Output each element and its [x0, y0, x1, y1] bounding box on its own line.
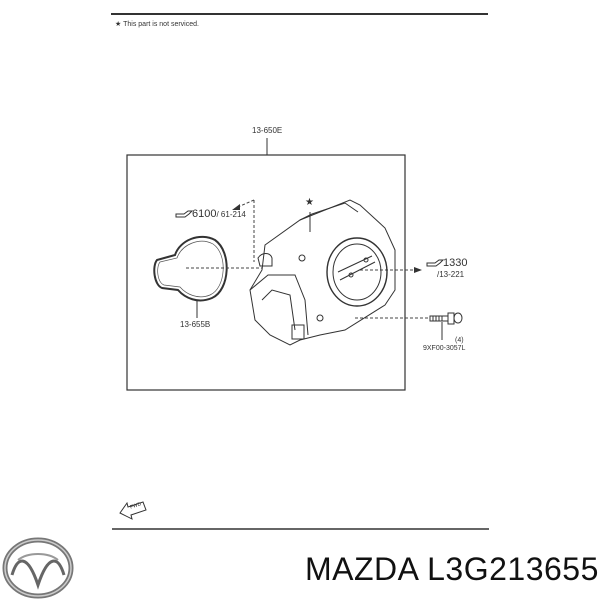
ref-6100: 6100/ 61-214 — [192, 208, 246, 220]
ref-13-221: /13-221 — [437, 270, 465, 279]
star-marker: ★ — [305, 197, 314, 208]
part-caption: MAZDA L3G213655 — [305, 551, 599, 587]
gasket-drawing — [153, 235, 228, 318]
assembly-box — [126, 154, 406, 391]
fwd-arrow-icon — [119, 501, 147, 520]
star-icon: ★ — [115, 21, 122, 28]
assembly-ref-label: 13-650E — [252, 126, 283, 135]
ref-1330: 1330 — [443, 257, 468, 269]
reference-pointer-icon — [426, 259, 445, 267]
throttle-body-drawing — [249, 199, 396, 346]
reference-pointer-icon — [175, 210, 194, 218]
bolt-quantity: (4) — [455, 337, 464, 344]
bolt-ref-label: 9XF00-3057L — [423, 345, 466, 352]
not-serviced-note: ★ This part is not serviced. — [115, 21, 199, 28]
bolt-drawing — [429, 312, 463, 340]
mazda-logo — [2, 537, 74, 599]
gasket-ref-label: 13-655B — [180, 320, 211, 329]
top-rule — [111, 13, 488, 15]
